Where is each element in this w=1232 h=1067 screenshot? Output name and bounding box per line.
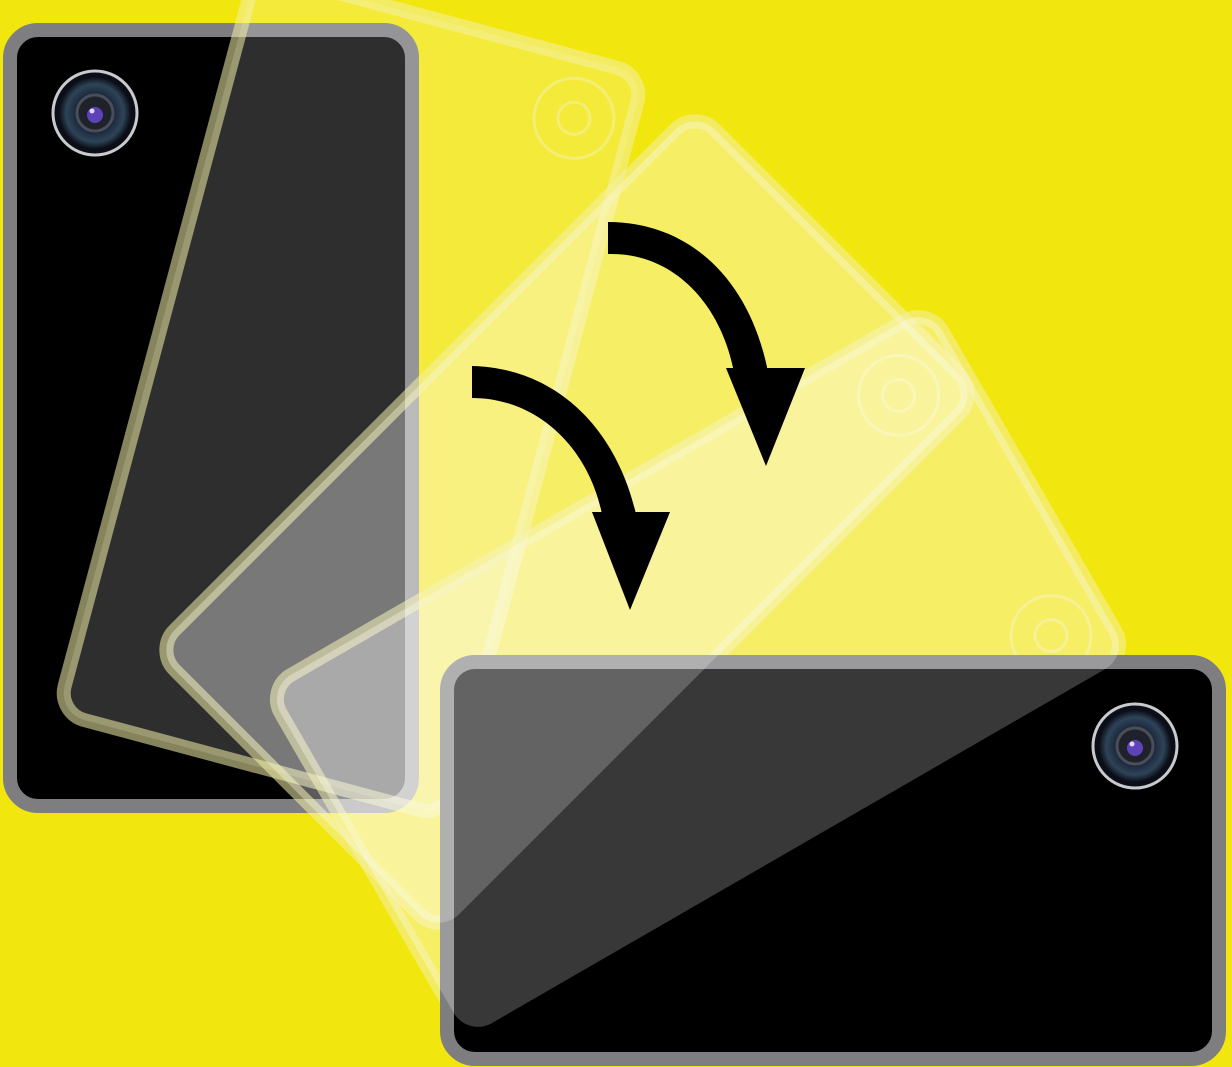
camera-lens-icon [1093, 704, 1177, 788]
camera-lens-icon [53, 71, 137, 155]
